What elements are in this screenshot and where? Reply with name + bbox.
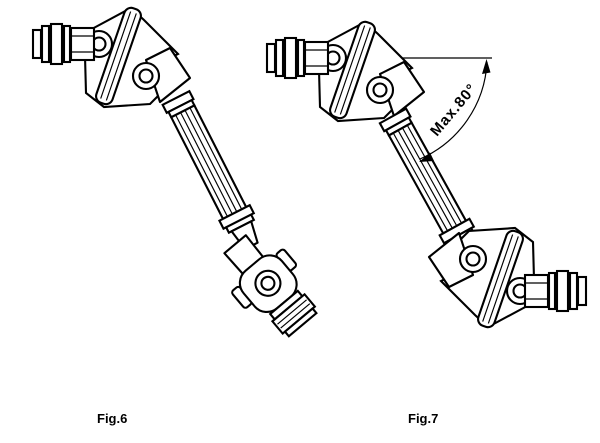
fig6-pto-shaft-drawing: [31, 4, 318, 338]
fig7-caption: Fig.7: [408, 411, 438, 426]
fig7-wide-angle-joint-bottom: [427, 226, 588, 331]
max-angle-label: Max.80°: [427, 80, 481, 139]
fig7-wide-angle-joint-top: [265, 18, 426, 123]
fig6-wide-angle-joint: [31, 4, 192, 109]
angle-arrowhead-top: [482, 59, 491, 74]
fig6-caption: Fig.6: [97, 411, 127, 426]
fig7-pto-shaft-drawing: [265, 18, 588, 331]
fig6-telescoping-tube: [161, 89, 259, 251]
angle-arrowhead-bottom: [419, 152, 434, 162]
fig7-angle-annotation: Max.80°: [419, 59, 491, 162]
fig6-universal-joint-end: [223, 234, 318, 338]
angle-arc: [419, 61, 488, 160]
